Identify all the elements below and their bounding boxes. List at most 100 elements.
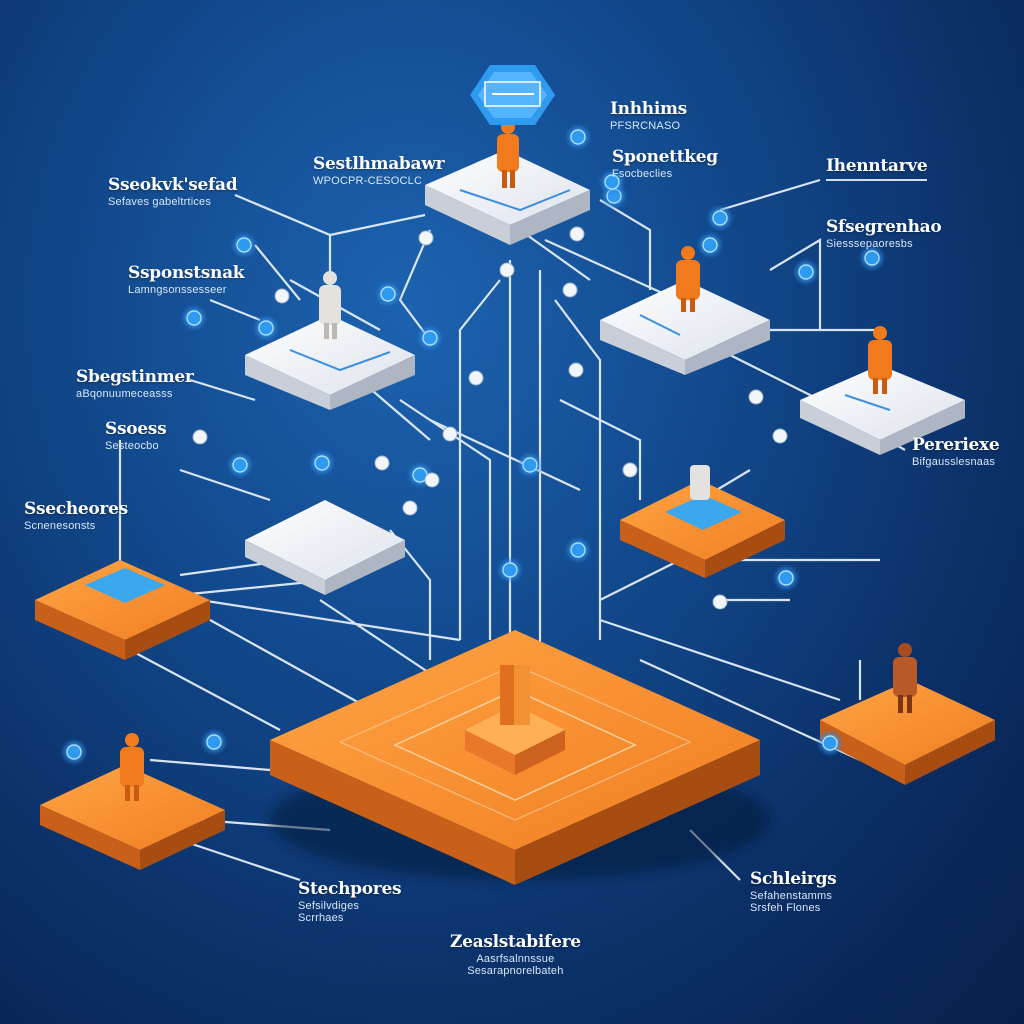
glowing-node-icon <box>206 734 222 750</box>
connector-node <box>622 462 638 478</box>
glowing-node-icon <box>778 570 794 586</box>
label-title: Inhhims <box>610 99 687 119</box>
connector-node <box>499 262 515 278</box>
connector-node <box>192 429 208 445</box>
glowing-node-icon <box>236 237 252 253</box>
connector-node <box>772 428 788 444</box>
connector-node <box>424 472 440 488</box>
connector-line <box>199 598 461 642</box>
glowing-node-icon <box>570 542 586 558</box>
label-left-2: Ssponstsnak Lamngsonssesseer <box>128 263 245 296</box>
hexagon-screen-icon <box>470 65 555 125</box>
white-platform-left <box>245 315 415 410</box>
label-title: Ihenntarve <box>826 156 928 176</box>
glowing-node-icon <box>502 562 518 578</box>
connector-line <box>129 649 281 731</box>
label-left-3: Sbegstinmer aBqonuumeceasss <box>76 367 194 400</box>
connector-node <box>712 594 728 610</box>
person-figure-icon <box>676 246 700 312</box>
label-subtitle: Sefsilvdiges <box>298 899 360 912</box>
person-figure-icon <box>120 733 144 801</box>
central-hub-platform <box>270 630 770 885</box>
connector-line <box>599 199 652 290</box>
label-left-1: Sseokvk'sefad Sefaves gabeltrtices <box>108 175 238 208</box>
connector-line <box>254 244 301 301</box>
connector-line <box>179 838 301 882</box>
connector-line <box>599 559 681 601</box>
label-subtitle: Scnenesonsts <box>24 519 96 532</box>
orange-platform-mid-right <box>620 480 785 578</box>
label-subtitle: Sefaves gabeltrtices <box>108 195 212 208</box>
glowing-node-icon <box>66 744 82 760</box>
connector-node <box>468 370 484 386</box>
person-figure-icon <box>868 326 892 394</box>
label-title: Ssecheores <box>24 499 128 519</box>
label-extra: Sesarapnorelbateh <box>467 965 564 978</box>
label-extra: Srsfeh Flones <box>750 902 821 915</box>
person-figure-icon <box>893 643 917 713</box>
connector-line <box>599 618 841 702</box>
connector-line <box>458 279 501 640</box>
label-right-2: Sfsegrenhao Siesssepaoresbs <box>826 217 942 250</box>
connector-node <box>562 282 578 298</box>
label-subtitle: Sesteocbo <box>105 439 159 452</box>
label-top-center-left: Sestlhmabawr WPOCPR-CESOCLC <box>313 154 445 187</box>
connector-node <box>418 230 434 246</box>
connector-node <box>402 500 418 516</box>
label-subtitle: aBqonuumeceasss <box>76 387 173 400</box>
connector-line <box>149 758 271 772</box>
label-underline <box>826 178 928 181</box>
connector-line <box>554 299 602 640</box>
glowing-nodes <box>60 123 886 766</box>
label-subtitle: WPOCPR-CESOCLC <box>313 174 423 187</box>
connector-node <box>274 288 290 304</box>
connector-node <box>374 455 390 471</box>
label-title: Ssponstsnak <box>128 263 245 283</box>
label-title: Sfsegrenhao <box>826 217 942 237</box>
glowing-node-icon <box>822 735 838 751</box>
connector-line <box>189 378 256 402</box>
glowing-node-icon <box>522 457 538 473</box>
label-bottom-title: Zeaslstabifere Aasrfsalnnssue Sesarapnor… <box>450 932 581 978</box>
label-subtitle: Lamngsonssesseer <box>128 283 227 296</box>
label-title: Sponettkeg <box>612 147 718 167</box>
connector-line <box>719 178 821 212</box>
white-platform-right <box>800 365 965 455</box>
connector-node <box>568 362 584 378</box>
glowing-node-icon <box>702 237 718 253</box>
glowing-node-icon <box>422 330 438 346</box>
glowing-node-icon <box>186 310 202 326</box>
glowing-node-icon <box>798 264 814 280</box>
glowing-node-icon <box>380 286 396 302</box>
glowing-node-icon <box>258 320 274 336</box>
glowing-node-icon <box>604 174 620 190</box>
label-top-right-1: Inhhims PFSRCNASO <box>610 99 687 132</box>
label-title: Pereriexe <box>912 435 1000 455</box>
connector-line <box>209 298 261 322</box>
label-title: Zeaslstabifere <box>450 932 581 952</box>
label-left-5: Ssecheores Scnenesonsts <box>24 499 128 532</box>
glowing-node-icon <box>864 250 880 266</box>
label-bottom-right: Schleirgs Sefahenstamms Srsfeh Flones <box>750 869 837 915</box>
orange-platform-left <box>35 560 210 660</box>
label-subtitle: Bifgausslesnaas <box>912 455 996 468</box>
label-subtitle: Sefahenstamms <box>750 889 833 902</box>
connector-node <box>569 226 585 242</box>
white-platform-mid <box>245 500 405 595</box>
label-title: Stechpores <box>298 879 402 899</box>
label-subtitle: Fsocbeclies <box>612 167 673 180</box>
label-title: Ssoess <box>105 419 167 439</box>
white-platform-top <box>425 150 590 245</box>
label-extra: Scrrhaes <box>298 912 344 925</box>
orange-platform-bottom-left <box>40 765 225 870</box>
label-left-4: Ssoess Sesteocbo <box>105 419 167 452</box>
glowing-node-icon <box>314 455 330 471</box>
label-subtitle: Aasrfsalnnssue <box>476 952 555 965</box>
connector-lines <box>118 178 906 882</box>
label-subtitle: Siesssepaoresbs <box>826 237 913 250</box>
label-title: Sestlhmabawr <box>313 154 445 174</box>
white-platform-right-upper <box>600 280 770 375</box>
connector-line <box>559 399 642 500</box>
connector-line <box>398 229 432 341</box>
